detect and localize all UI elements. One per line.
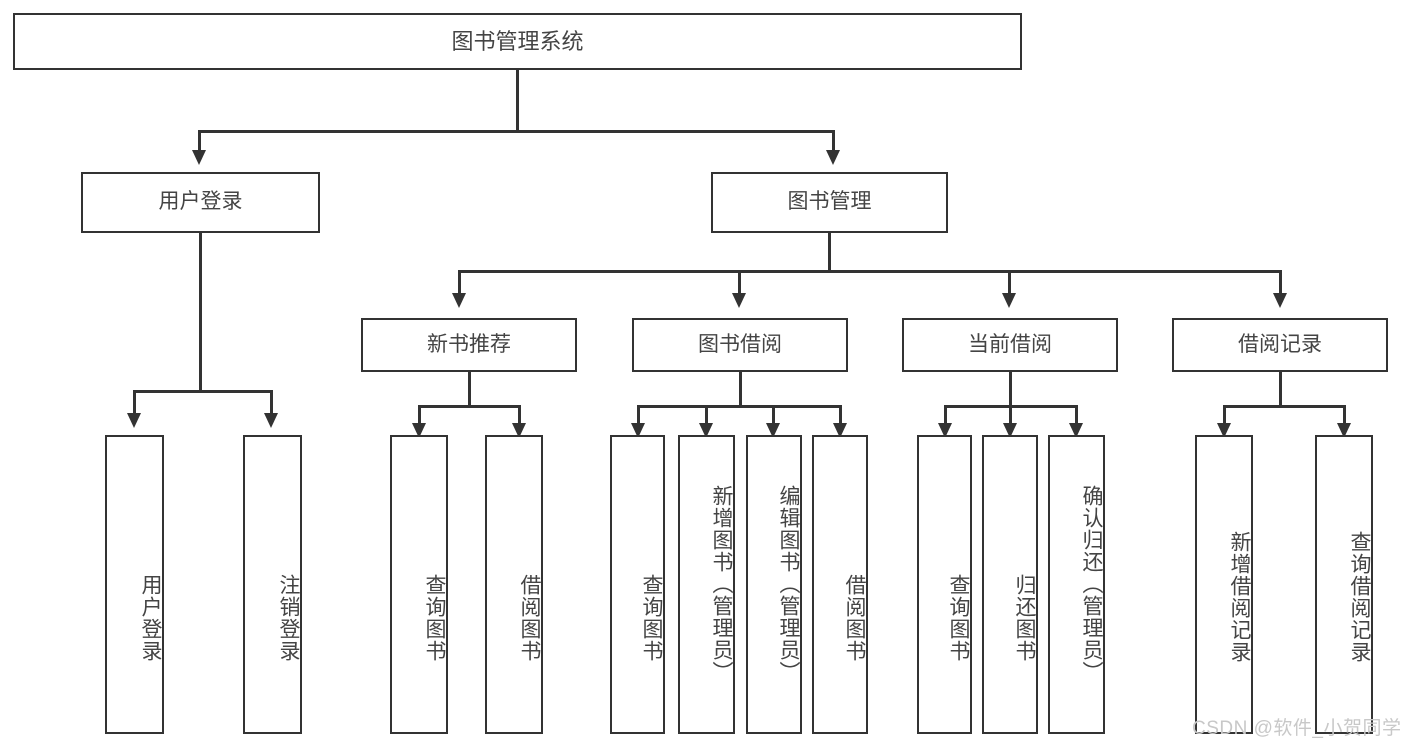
connector-nbr-bar bbox=[418, 405, 521, 408]
connector-cb-1 bbox=[944, 405, 947, 425]
node-borrow-record[interactable]: 借阅记录 bbox=[1172, 318, 1388, 372]
arrow-to-leaf-return-book bbox=[1003, 423, 1017, 438]
connector-root-to-book-mgmt bbox=[832, 130, 835, 152]
connector-book-mgmt-bar bbox=[458, 270, 1282, 273]
connector-user-login-stem bbox=[199, 233, 202, 392]
connector-bb-stem bbox=[739, 372, 742, 407]
arrow-to-leaf-query-book-2 bbox=[631, 423, 645, 438]
arrow-to-leaf-add-book bbox=[699, 423, 713, 438]
connector-book-mgmt-b2 bbox=[738, 270, 741, 295]
connector-root-to-user-login bbox=[198, 130, 201, 152]
connector-user-login-right bbox=[270, 390, 273, 415]
csdn-watermark: CSDN @软件_小贺同学 bbox=[1192, 718, 1402, 739]
connector-root-stem bbox=[516, 70, 519, 132]
connector-user-login-bar bbox=[133, 390, 273, 393]
connector-nbr-l bbox=[418, 405, 421, 425]
leaf-edit-book-admin[interactable]: 编辑图书（管理员） bbox=[746, 435, 802, 734]
arrow-to-current-borrow bbox=[1002, 293, 1016, 308]
leaf-query-book-1[interactable]: 查询图书 bbox=[390, 435, 448, 734]
node-root-book-management-system[interactable]: 图书管理系统 bbox=[13, 13, 1022, 70]
arrow-to-leaf-query-book-1 bbox=[412, 423, 426, 438]
connector-bb-bar bbox=[637, 405, 841, 408]
arrow-to-user-login bbox=[192, 150, 206, 165]
connector-root-bar bbox=[198, 130, 834, 133]
arrow-to-book-mgmt bbox=[826, 150, 840, 165]
leaf-add-borrow-record[interactable]: 新增借阅记录 bbox=[1195, 435, 1253, 734]
connector-bb-4 bbox=[839, 405, 842, 425]
connector-cb-stem bbox=[1009, 372, 1012, 407]
leaf-user-login[interactable]: 用户登录 bbox=[105, 435, 164, 734]
arrow-to-leaf-borrow-book-1 bbox=[512, 423, 526, 438]
connector-book-mgmt-stem bbox=[828, 233, 831, 272]
arrow-to-leaf-add-borrow-record bbox=[1217, 423, 1231, 438]
connector-user-login-left bbox=[133, 390, 136, 415]
node-current-borrow[interactable]: 当前借阅 bbox=[902, 318, 1118, 372]
leaf-logout[interactable]: 注销登录 bbox=[243, 435, 302, 734]
node-new-book-recommend[interactable]: 新书推荐 bbox=[361, 318, 577, 372]
connector-nbr-stem bbox=[468, 372, 471, 407]
connector-cb-2 bbox=[1009, 405, 1012, 425]
arrow-to-leaf-query-borrow-record bbox=[1337, 423, 1351, 438]
arrow-to-book-borrow bbox=[732, 293, 746, 308]
node-book-borrow[interactable]: 图书借阅 bbox=[632, 318, 848, 372]
leaf-query-book-3[interactable]: 查询图书 bbox=[917, 435, 972, 734]
connector-book-mgmt-b4 bbox=[1279, 270, 1282, 295]
connector-br-l bbox=[1223, 405, 1226, 425]
connector-book-mgmt-b1 bbox=[458, 270, 461, 295]
leaf-add-book-admin[interactable]: 新增图书（管理员） bbox=[678, 435, 735, 734]
arrow-to-leaf-user-login bbox=[127, 413, 141, 428]
connector-nbr-r bbox=[518, 405, 521, 425]
connector-bb-1 bbox=[637, 405, 640, 425]
leaf-confirm-return-admin[interactable]: 确认归还（管理员） bbox=[1048, 435, 1105, 734]
node-book-management[interactable]: 图书管理 bbox=[711, 172, 948, 233]
arrow-to-new-book-rec bbox=[452, 293, 466, 308]
arrow-to-leaf-borrow-book-2 bbox=[833, 423, 847, 438]
leaf-borrow-book-2[interactable]: 借阅图书 bbox=[812, 435, 868, 734]
connector-bb-2 bbox=[705, 405, 708, 425]
leaf-query-borrow-record[interactable]: 查询借阅记录 bbox=[1315, 435, 1373, 734]
arrow-to-leaf-query-book-3 bbox=[938, 423, 952, 438]
connector-cb-3 bbox=[1075, 405, 1078, 425]
connector-br-stem bbox=[1279, 372, 1282, 407]
leaf-query-book-2[interactable]: 查询图书 bbox=[610, 435, 665, 734]
connector-book-mgmt-b3 bbox=[1008, 270, 1011, 295]
arrow-to-borrow-record bbox=[1273, 293, 1287, 308]
leaf-return-book[interactable]: 归还图书 bbox=[982, 435, 1038, 734]
arrow-to-leaf-logout bbox=[264, 413, 278, 428]
arrow-to-leaf-edit-book bbox=[766, 423, 780, 438]
arrow-to-leaf-confirm-return bbox=[1069, 423, 1083, 438]
leaf-borrow-book-1[interactable]: 借阅图书 bbox=[485, 435, 543, 734]
node-user-login[interactable]: 用户登录 bbox=[81, 172, 320, 233]
connector-bb-3 bbox=[772, 405, 775, 425]
connector-br-r bbox=[1343, 405, 1346, 425]
connector-br-bar bbox=[1223, 405, 1345, 408]
